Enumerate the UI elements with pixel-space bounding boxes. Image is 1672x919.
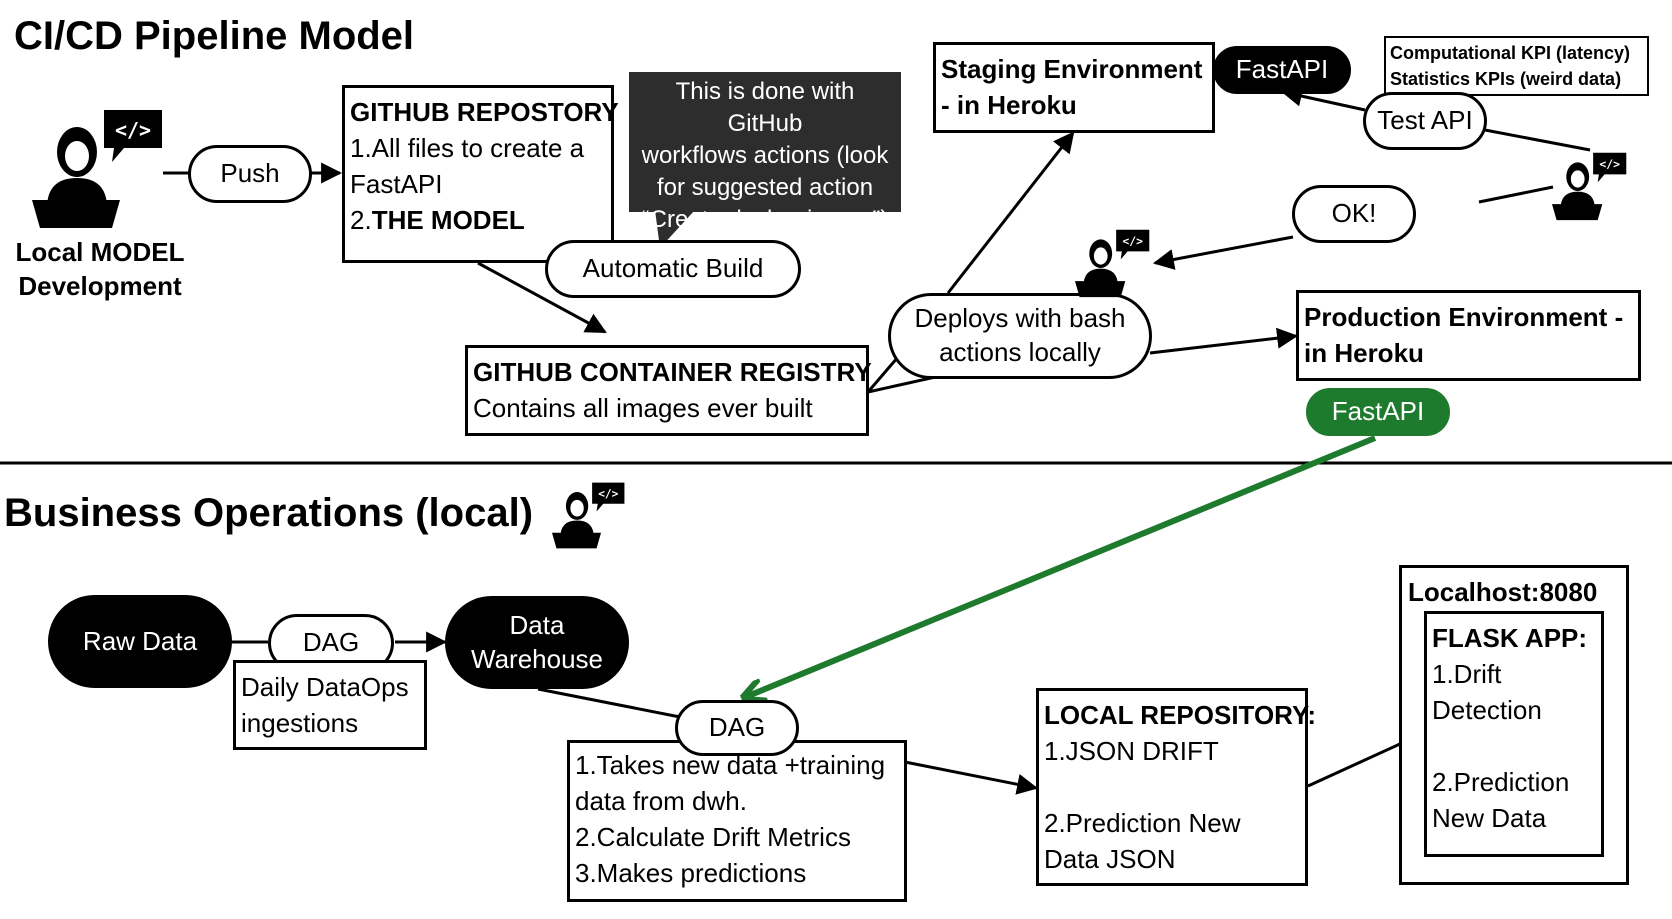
svg-text:</>: </> [1599,157,1620,171]
dag-steps-line2: data from dwh. [575,786,747,816]
callout-note: This is done with GitHub workflows actio… [629,72,901,233]
code-icon: </> [1116,229,1150,260]
connector-fastapi-dag-green [748,435,1377,696]
flask-line3: 2.Prediction [1432,767,1570,797]
dag-steps-line4: 3.Makes predictions [575,858,807,888]
local-repo-title: LOCAL REPOSITORY: [1044,700,1317,730]
connector-deploys-production [1149,327,1299,355]
kpi-box: Computational KPI (latency) Statistics K… [1384,36,1649,96]
connector-ok-dev [1152,235,1294,270]
svg-text:</>: </> [115,118,151,142]
production-fastapi-badge: FastAPI [1306,388,1450,436]
test-api-pill: Test API [1363,92,1487,150]
dag-steps-box: 1.Takes new data +training data from dwh… [567,740,907,902]
local-dev-label: Local MODEL Development [15,237,185,301]
ingestions-line2: ingestions [241,708,359,738]
github-repo-line2: FastAPI [350,169,443,199]
container-registry-title: GITHUB CONTAINER REGISTRY [473,357,872,387]
deploys-pill: Deploys with bash actions locally [888,293,1152,379]
developer-icon: </> [1552,148,1632,226]
flask-title: FLASK APP: [1432,623,1588,653]
production-line2: in Heroku [1304,338,1424,368]
dag-pill-predict: DAG [675,700,799,756]
connector-testapi-fastapi [1280,85,1366,112]
local-repo-line3: Data JSON [1044,844,1176,874]
github-repo-title: GITHUB REPOSTORY [350,97,619,127]
automatic-build-pill: Automatic Build [545,240,801,298]
local-repo-line1: 1.JSON DRIFT [1044,736,1219,766]
flask-line4: New Data [1432,803,1547,833]
github-repo-box: GITHUB REPOSTORY 1.All files to create a… [342,85,619,263]
developer-icon: </> [1075,225,1155,303]
github-repo-line1: 1.All files to create a [350,133,585,163]
production-box: Production Environment - in Heroku [1296,290,1641,381]
dag-steps-line3: 2.Calculate Drift Metrics [575,822,851,852]
connector-tester-ok [1478,185,1554,204]
code-icon: </> [104,110,162,162]
github-repo-line3: 2.THE MODEL [350,205,525,235]
kpi-line2: Statistics KPIs (weird data) [1390,69,1622,89]
flask-line2: Detection [1432,695,1542,725]
container-registry-subtitle: Contains all images ever built [473,393,813,423]
connector-warehouse-dag2 [537,687,686,720]
push-pill: Push [188,145,312,203]
connector-tester-testapi [1484,128,1591,152]
production-line1: Production Environment - [1304,302,1624,332]
connector-deploys-staging [946,131,1075,294]
ok-pill: OK! [1292,185,1416,243]
svg-text:</>: </> [598,488,618,501]
data-warehouse-node: Data Warehouse [445,596,629,689]
raw-data-node: Raw Data [48,595,232,688]
local-repo-line2: 2.Prediction New [1044,808,1241,838]
callout-tail [655,210,695,248]
staging-box: Staging Environment - in Heroku [933,42,1215,133]
code-icon: </> [592,482,625,512]
ingestions-box: Daily DataOps ingestions [233,660,427,750]
ingestions-line1: Daily DataOps [241,672,409,702]
connector-dagsteps-localrepo [904,760,1039,795]
cicd-title: CI/CD Pipeline Model [14,14,415,58]
connector-registry-deploys-b [866,356,900,393]
staging-line2: - in Heroku [941,90,1077,120]
developer-icon: </> [32,110,172,230]
business-title: Business Operations (local) [4,491,534,535]
code-icon: </> [1593,152,1627,183]
container-registry-box: GITHUB CONTAINER REGISTRY Contains all i… [465,345,872,436]
developer-icon: </> [552,478,630,554]
staging-line1: Staging Environment [941,54,1203,84]
local-repo-box: LOCAL REPOSITORY: 1.JSON DRIFT 2.Predict… [1036,688,1316,886]
flask-app-box: FLASK APP: 1.Drift Detection 2.Predictio… [1424,611,1604,857]
staging-fastapi-badge: FastAPI [1213,46,1351,94]
kpi-line1: Computational KPI (latency) [1390,43,1631,63]
svg-text:</>: </> [1122,234,1143,248]
localhost-label: Localhost:8080 [1408,577,1598,607]
connector-repo-registry [477,261,607,334]
flask-line1: 1.Drift [1432,659,1502,689]
